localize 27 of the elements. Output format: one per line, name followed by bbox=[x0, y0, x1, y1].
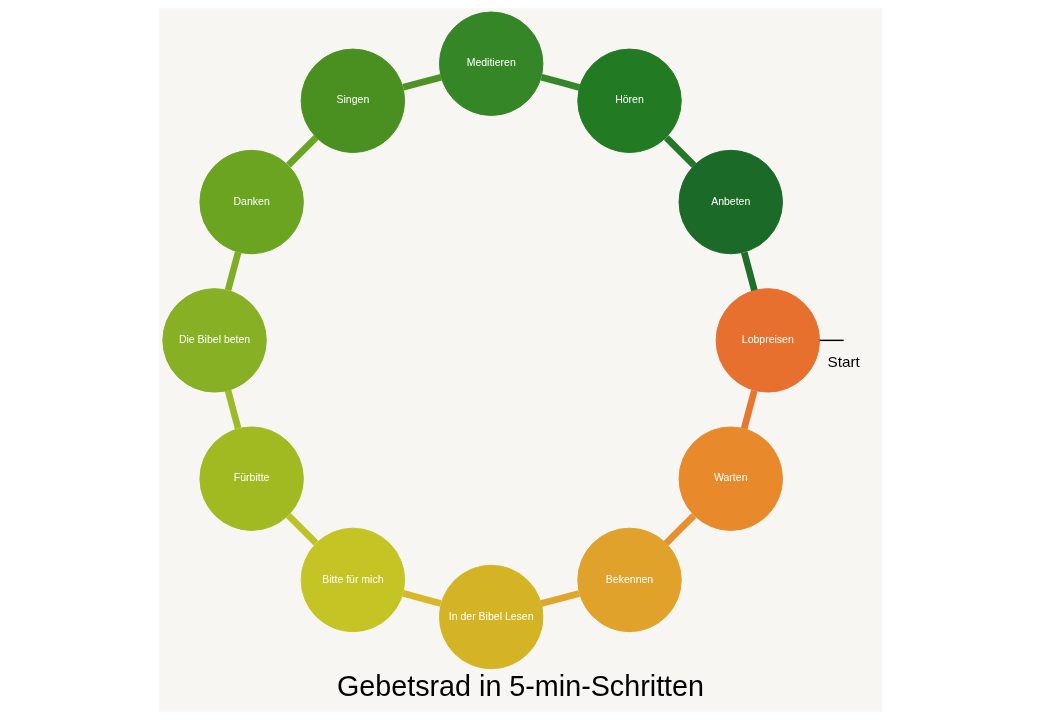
connector bbox=[224, 389, 241, 430]
node-circle: Anbeten bbox=[678, 149, 783, 255]
node-circle: Danken bbox=[198, 149, 304, 255]
node-circle: In der Bibel Lesen bbox=[438, 564, 543, 670]
node-circle: Warten bbox=[678, 426, 783, 531]
connector bbox=[539, 590, 580, 607]
connector bbox=[285, 135, 319, 168]
node-circle: Fürbitte bbox=[198, 426, 304, 531]
connector bbox=[740, 251, 758, 292]
connector bbox=[401, 73, 442, 91]
connector bbox=[663, 135, 696, 168]
connector bbox=[401, 590, 442, 607]
connector bbox=[663, 513, 696, 546]
node-circle: Bekennen bbox=[576, 527, 682, 633]
node-circle: Lobpreisen bbox=[715, 288, 820, 393]
connector bbox=[224, 251, 241, 291]
node-text: Start bbox=[827, 352, 860, 370]
node-circle: Hören bbox=[576, 48, 682, 153]
node-circle: Die Bibel beten bbox=[161, 288, 267, 393]
connector bbox=[740, 389, 758, 430]
connector bbox=[818, 339, 844, 342]
connector bbox=[540, 74, 580, 91]
node-circle: Meditieren bbox=[438, 11, 543, 116]
node-circle: Singen bbox=[300, 48, 405, 153]
diagram-title: Gebetsrad in 5-min-Schritten bbox=[336, 669, 704, 702]
connector bbox=[285, 512, 318, 546]
node-circle: Bitte für mich bbox=[300, 527, 405, 633]
